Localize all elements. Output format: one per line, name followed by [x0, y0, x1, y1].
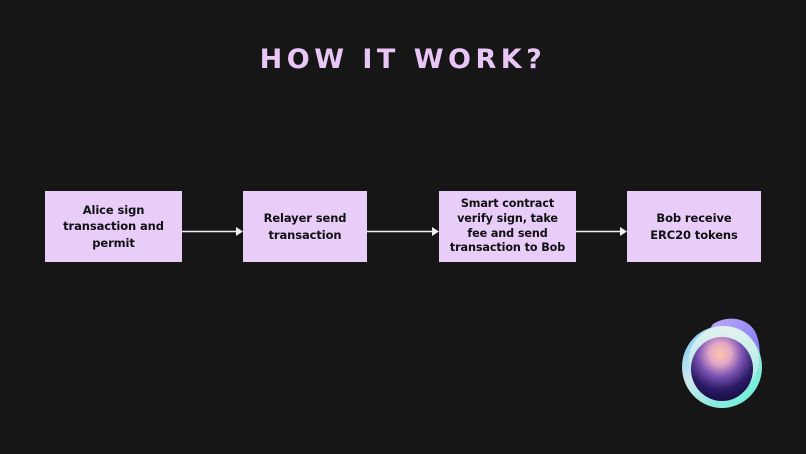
- page-title: How it work?: [259, 44, 547, 75]
- flow-step-label: Bob receive ERC20 tokens: [650, 211, 738, 242]
- flow-step-bob-receive[interactable]: Bob receive ERC20 tokens: [627, 191, 761, 262]
- flow-step-relayer-send[interactable]: Relayer send transaction: [243, 191, 367, 262]
- flow-step-label: Relayer send transaction: [263, 211, 347, 242]
- flow-step-smart-contract-verify[interactable]: Smart contract verify sign, take fee and…: [439, 191, 576, 262]
- flow-arrow-icon: [182, 227, 243, 236]
- flow-step-label: Alice sign transaction and permit: [63, 203, 164, 250]
- flow-arrow-icon: [367, 227, 439, 236]
- flow-diagram: Alice sign transaction and permit Relaye…: [45, 191, 761, 262]
- flow-step-label: Smart contract verify sign, take fee and…: [449, 196, 566, 255]
- logo-core-sphere: [691, 337, 753, 401]
- flow-arrow-icon: [576, 227, 627, 236]
- abstract-sphere-logo-icon: [682, 318, 762, 408]
- flow-step-alice-sign[interactable]: Alice sign transaction and permit: [45, 191, 182, 262]
